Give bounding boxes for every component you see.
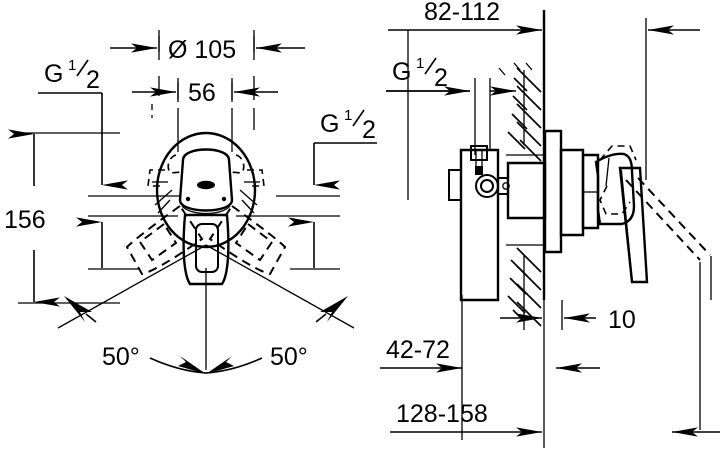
thread-label-left-front: G 1 2	[38, 57, 128, 190]
thread-denominator-right-front: 2	[362, 116, 376, 144]
dimension-angle-right-50	[205, 296, 348, 374]
escutcheon-circle	[155, 131, 257, 249]
thread-numerator-right-front: 1	[344, 107, 352, 124]
dimension-10	[500, 300, 596, 330]
outer-dimension-arrows	[556, 18, 720, 437]
mixer-body-detail	[147, 148, 265, 215]
dimension-label-128-158: 128-158	[396, 400, 488, 428]
dimension-label-angle-left: 50°	[102, 343, 140, 371]
thread-label-right-front: G 1 2	[313, 107, 377, 190]
angle-extension-lines	[57, 244, 355, 329]
thread-letter-side: G	[392, 58, 411, 86]
thread-numerator-side: 1	[416, 55, 424, 72]
dimension-label-42-72: 42-72	[386, 336, 450, 364]
wall-hatching-bottom	[506, 244, 544, 327]
lever-handle-front	[182, 213, 230, 286]
wall-hatching-top	[506, 62, 544, 162]
lever-handle-rotated-right-dashed	[208, 204, 287, 276]
dimension-label-82-112: 82-112	[424, 0, 500, 26]
lever-handle-side	[594, 145, 649, 284]
dimension-label-angle-right: 50°	[270, 343, 308, 371]
dimension-label-156: 156	[4, 206, 46, 234]
dimension-42-72	[380, 295, 463, 440]
thread-denominator-side: 2	[434, 64, 448, 92]
dimension-diameter-105	[110, 36, 305, 60]
mixer-body-section	[448, 129, 600, 302]
dimension-label-10: 10	[608, 306, 636, 334]
thread-label-side: G 1 2	[386, 55, 516, 155]
lever-handle-rotated-left-dashed	[125, 204, 204, 276]
dimension-label-diameter-105: Ø 105	[168, 36, 236, 64]
thread-letter-right-front: G	[320, 110, 339, 138]
dimension-82-112	[388, 25, 542, 200]
thread-denominator-left-front: 2	[86, 66, 100, 94]
dimension-angle-left-50	[64, 296, 207, 374]
lever-handle-side-rotated-dashed	[625, 177, 712, 430]
thread-letter-left-front: G	[44, 60, 63, 88]
dimension-label-56: 56	[188, 79, 216, 107]
thread-numerator-left-front: 1	[68, 57, 76, 74]
front-view-inner-vertical-dims	[76, 195, 340, 270]
dimension-width-56	[132, 82, 278, 102]
